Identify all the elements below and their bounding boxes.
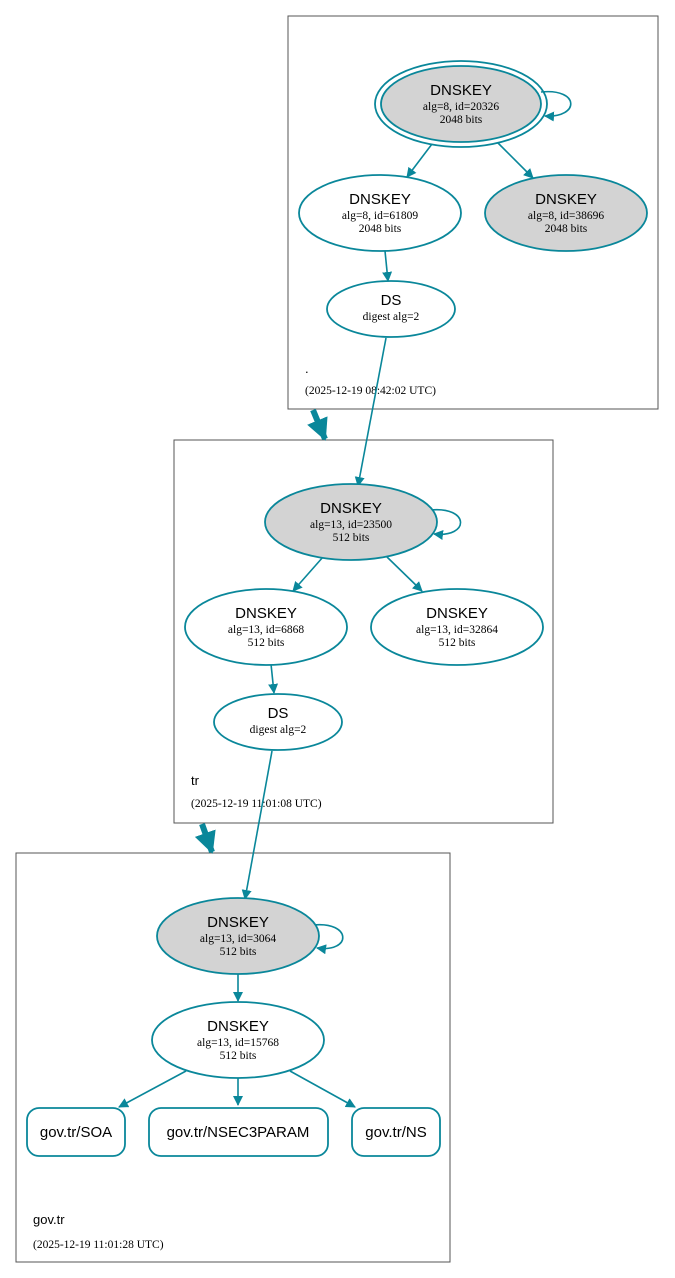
node-detail: alg=13, id=6868 (228, 624, 304, 636)
node-type: DNSKEY (535, 191, 597, 208)
edge-root-ksk-zsk1 (406, 143, 433, 178)
node-root-ksk: DNSKEY alg=8, id=20326 2048 bits (374, 60, 548, 148)
node-gov-ksk: DNSKEY alg=13, id=3064 512 bits (156, 897, 320, 975)
zone-box-root (287, 15, 659, 410)
rrset-label: gov.tr/SOA (40, 1124, 112, 1141)
node-type: DNSKEY (426, 605, 488, 622)
node-bits: 2048 bits (359, 223, 402, 235)
node-tr-ds: DS digest alg=2 (213, 693, 343, 751)
node-bits: 512 bits (220, 946, 257, 958)
rrset-soa: gov.tr/SOA (26, 1107, 126, 1157)
node-detail: alg=13, id=23500 (310, 519, 392, 531)
zone-time-gov-tr: (2025-12-19 11:01:28 UTC) (33, 1239, 164, 1251)
node-detail: alg=13, id=15768 (197, 1037, 279, 1049)
node-detail: alg=8, id=20326 (423, 101, 499, 113)
node-type: DNSKEY (349, 191, 411, 208)
zone-box-gov-tr (15, 852, 451, 1263)
zone-time-tr: (2025-12-19 11:01:08 UTC) (191, 798, 322, 810)
node-root-zsk-61809: DNSKEY alg=8, id=61809 2048 bits (298, 174, 462, 252)
node-bits: 512 bits (220, 1050, 257, 1062)
zone-name-tr: tr (191, 773, 200, 788)
edge-tr-ksk-zsk1 (292, 556, 324, 592)
edge-gov-ksk-self (312, 923, 344, 955)
edge-tr-ksk-self (429, 508, 462, 540)
edge-tr-zsk1-ds (268, 663, 279, 694)
edge-root-ds-tr-ksk (354, 337, 387, 487)
node-bits: 512 bits (333, 532, 370, 544)
zone-name-root: . (305, 361, 309, 376)
edge-root-ksk-self (540, 90, 572, 122)
zone-time-root: (2025-12-19 08:42:02 UTC) (305, 385, 436, 397)
node-root-zsk-38696: DNSKEY alg=8, id=38696 2048 bits (484, 174, 648, 252)
zone-box-tr (173, 439, 554, 824)
node-bits: 512 bits (439, 637, 476, 649)
node-detail: alg=13, id=3064 (200, 933, 276, 945)
node-type: DS (268, 705, 289, 722)
delegation-arrow-tr-gov (194, 822, 216, 854)
node-detail: alg=13, id=32864 (416, 624, 498, 636)
node-type: DNSKEY (207, 914, 269, 931)
edge-tr-ksk-zsk2 (386, 556, 423, 592)
delegation-arrow-root-tr (307, 408, 328, 441)
rrset-label: gov.tr/NSEC3PARAM (167, 1124, 310, 1141)
node-tr-zsk-6868: DNSKEY alg=13, id=6868 512 bits (184, 588, 348, 666)
node-detail: alg=8, id=61809 (342, 210, 418, 222)
node-bits: 2048 bits (545, 223, 588, 235)
rrset-nsec3param: gov.tr/NSEC3PARAM (148, 1107, 329, 1157)
rrset-ns: gov.tr/NS (351, 1107, 441, 1157)
node-root-ds: DS digest alg=2 (326, 280, 456, 338)
edge-root-zsk1-ds (382, 250, 393, 282)
edge-tr-ds-gov-ksk (241, 750, 273, 900)
node-type: DNSKEY (207, 1018, 269, 1035)
node-type: DS (381, 292, 402, 309)
node-tr-zsk-32864: DNSKEY alg=13, id=32864 512 bits (370, 588, 544, 666)
node-type: DNSKEY (430, 82, 492, 99)
edge-gov-zsk-ns (289, 1070, 356, 1108)
edge-gov-zsk-soa (118, 1070, 187, 1108)
node-type: DNSKEY (320, 500, 382, 517)
node-bits: 2048 bits (440, 114, 483, 126)
node-detail: alg=8, id=38696 (528, 210, 604, 222)
node-detail: digest alg=2 (250, 724, 307, 736)
node-tr-ksk: DNSKEY alg=13, id=23500 512 bits (264, 483, 438, 561)
node-detail: digest alg=2 (363, 311, 420, 323)
node-gov-zsk: DNSKEY alg=13, id=15768 512 bits (151, 1001, 325, 1079)
rrset-label: gov.tr/NS (365, 1124, 426, 1141)
zone-name-gov-tr: gov.tr (33, 1212, 65, 1227)
node-bits: 512 bits (248, 637, 285, 649)
edge-root-ksk-zsk2 (497, 142, 534, 179)
node-type: DNSKEY (235, 605, 297, 622)
